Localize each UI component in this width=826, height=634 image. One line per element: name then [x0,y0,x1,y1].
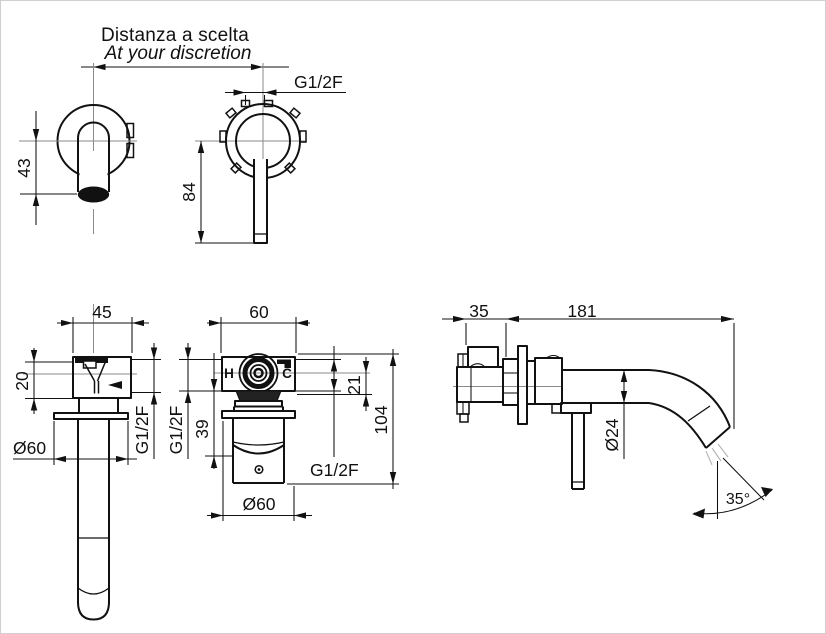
dim-angle-label: 35° [726,491,750,508]
view-mixer-front: G1/2F 84 [179,63,346,244]
dim-d60-mixer-label: Ø60 [242,494,275,514]
dimension-distance-choice [81,63,289,71]
view-installed-side: 35° 35 181 Ø24 [442,301,773,519]
wall-escutcheon-side [517,345,528,425]
lever-handle-front [253,159,268,244]
hot-marking: H [224,366,234,381]
flow-direction-arrow [108,381,122,389]
view-mixer-body: H C 60 G1/2F [166,302,399,521]
dim-84-label: 84 [179,182,199,202]
in-wall-body [456,366,504,403]
dim-43-label: 43 [14,158,34,177]
cold-marking: C [282,366,292,381]
mixer-wall-flange [221,410,296,419]
dim-39-label: 39 [192,419,212,438]
mounting-nut [235,390,282,402]
view-spout-front: 43 [14,63,137,234]
title-italian: Distanza a scelta [101,25,249,46]
dim-21-label: 21 [344,375,364,394]
thread-label-mixer-bottom: G1/2F [310,460,359,480]
dim-35-label: 35 [469,301,488,321]
spout-curve-outer [648,369,731,428]
title-english: At your discretion [104,43,252,64]
spout-valve-body [72,356,132,399]
dim-45-label: 45 [92,302,111,322]
dim-104-label: 104 [371,405,391,434]
thread-label-top: G1/2F [294,72,343,92]
dim-181-label: 181 [567,301,596,321]
spout-wall-flange [53,412,129,420]
spout-tube-front [77,121,110,192]
water-spray-lines [705,443,729,466]
set-screw [254,464,264,475]
spout-outlet-opening [77,186,110,203]
spout-tube-end [77,601,110,621]
thread-label-mixer: G1/2F [166,406,186,455]
dim-d24-label: Ø24 [602,418,622,451]
thread-label-spout: G1/2F [132,406,152,455]
dim-20-label: 20 [12,371,32,391]
dim-60-label: 60 [249,302,269,322]
dim-d60-spout-label: Ø60 [13,438,46,458]
view-spout-side: 45 20 Ø60 G1/2F [12,302,161,621]
